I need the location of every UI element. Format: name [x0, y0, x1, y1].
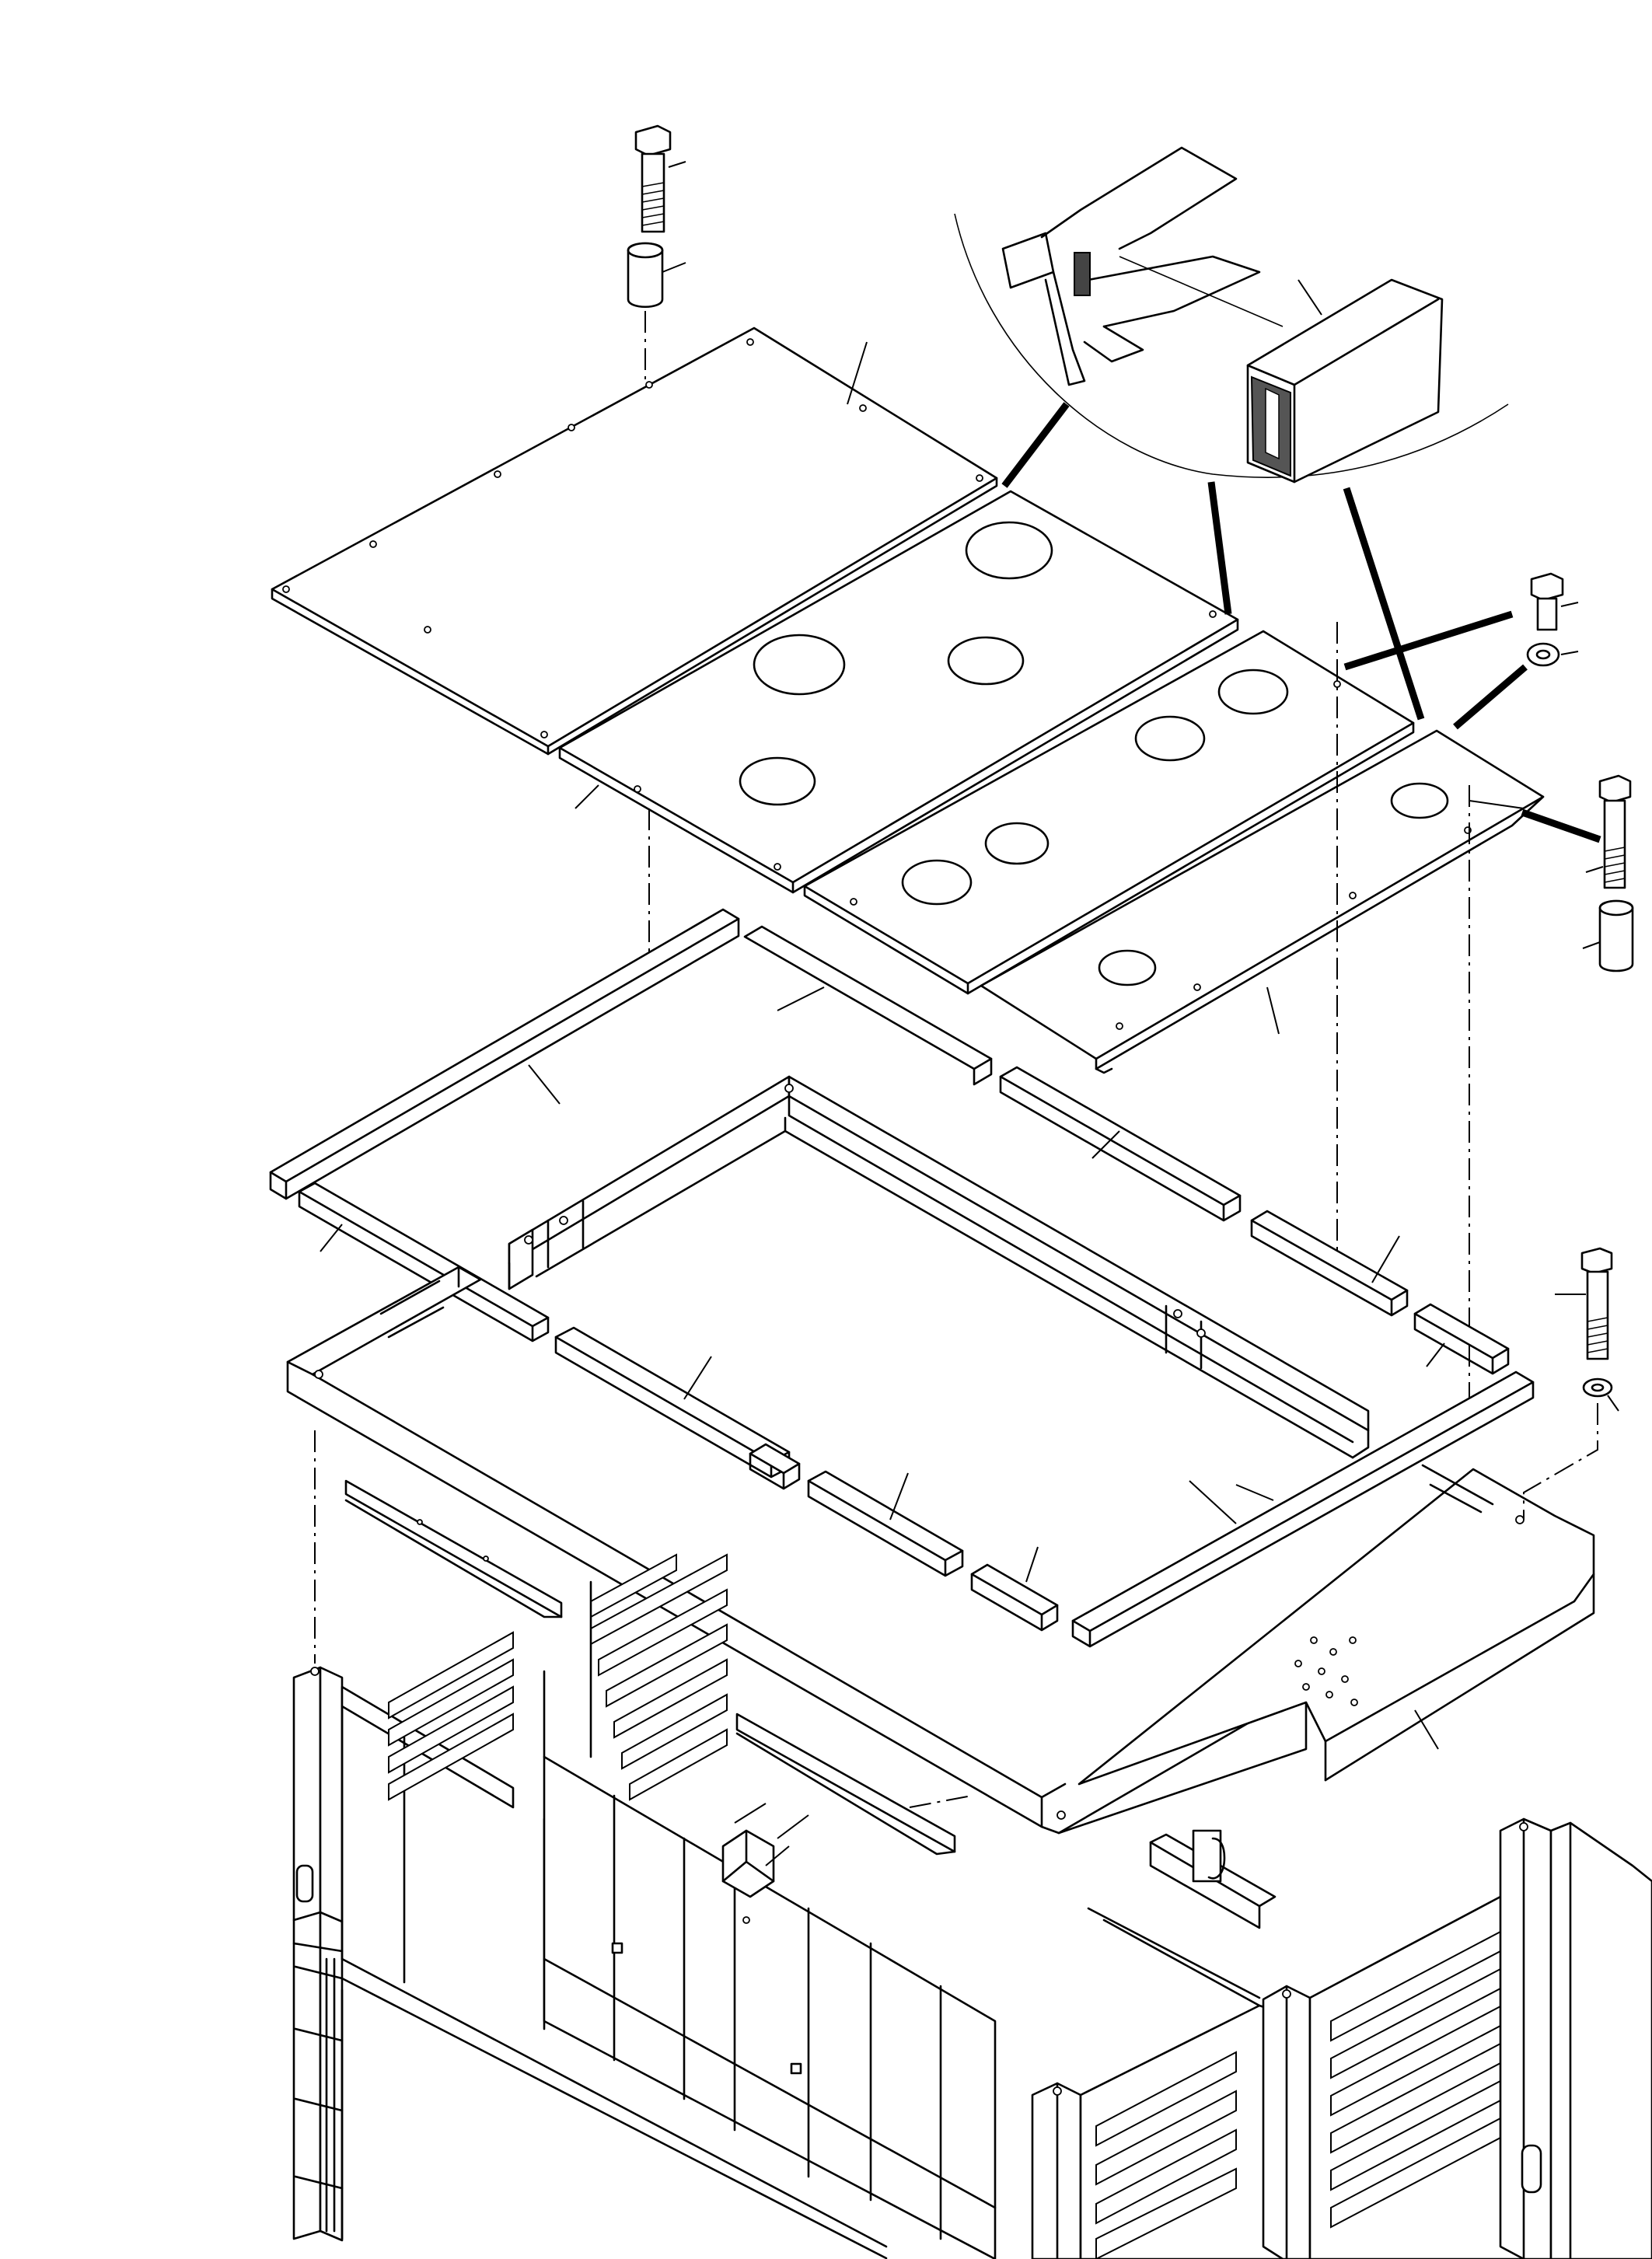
roof-panel-right-1	[803, 630, 1415, 995]
roof-panel-center	[558, 490, 1239, 894]
enclosure-left-louvers	[388, 1553, 728, 1801]
lock-washer-icon	[1526, 642, 1579, 667]
enclosure-front-louvers	[1095, 2051, 1237, 2259]
roof-panel-right-2	[980, 729, 1545, 1074]
lower-washer-icon	[1582, 1377, 1619, 1412]
enclosure-body	[292, 1479, 1652, 2259]
gasket-strips	[269, 908, 1535, 1648]
seal-detail-callout	[954, 146, 1509, 484]
top-spacer-icon	[627, 242, 686, 308]
right-spacer-icon	[1582, 899, 1634, 972]
top-bolt-icon	[634, 124, 686, 233]
right-bolt-icon	[1530, 572, 1579, 631]
roof-frame	[286, 1266, 1595, 1835]
roof-panel-left	[271, 326, 998, 756]
inner-frame	[508, 1075, 1370, 1501]
enclosure-right-louvers	[1330, 1930, 1501, 2229]
seal-channel-section	[1001, 146, 1284, 386]
edge-seal-profile	[1246, 278, 1444, 484]
long-bolt-icon	[1585, 774, 1632, 889]
lower-bolt-icon	[1555, 1247, 1613, 1360]
